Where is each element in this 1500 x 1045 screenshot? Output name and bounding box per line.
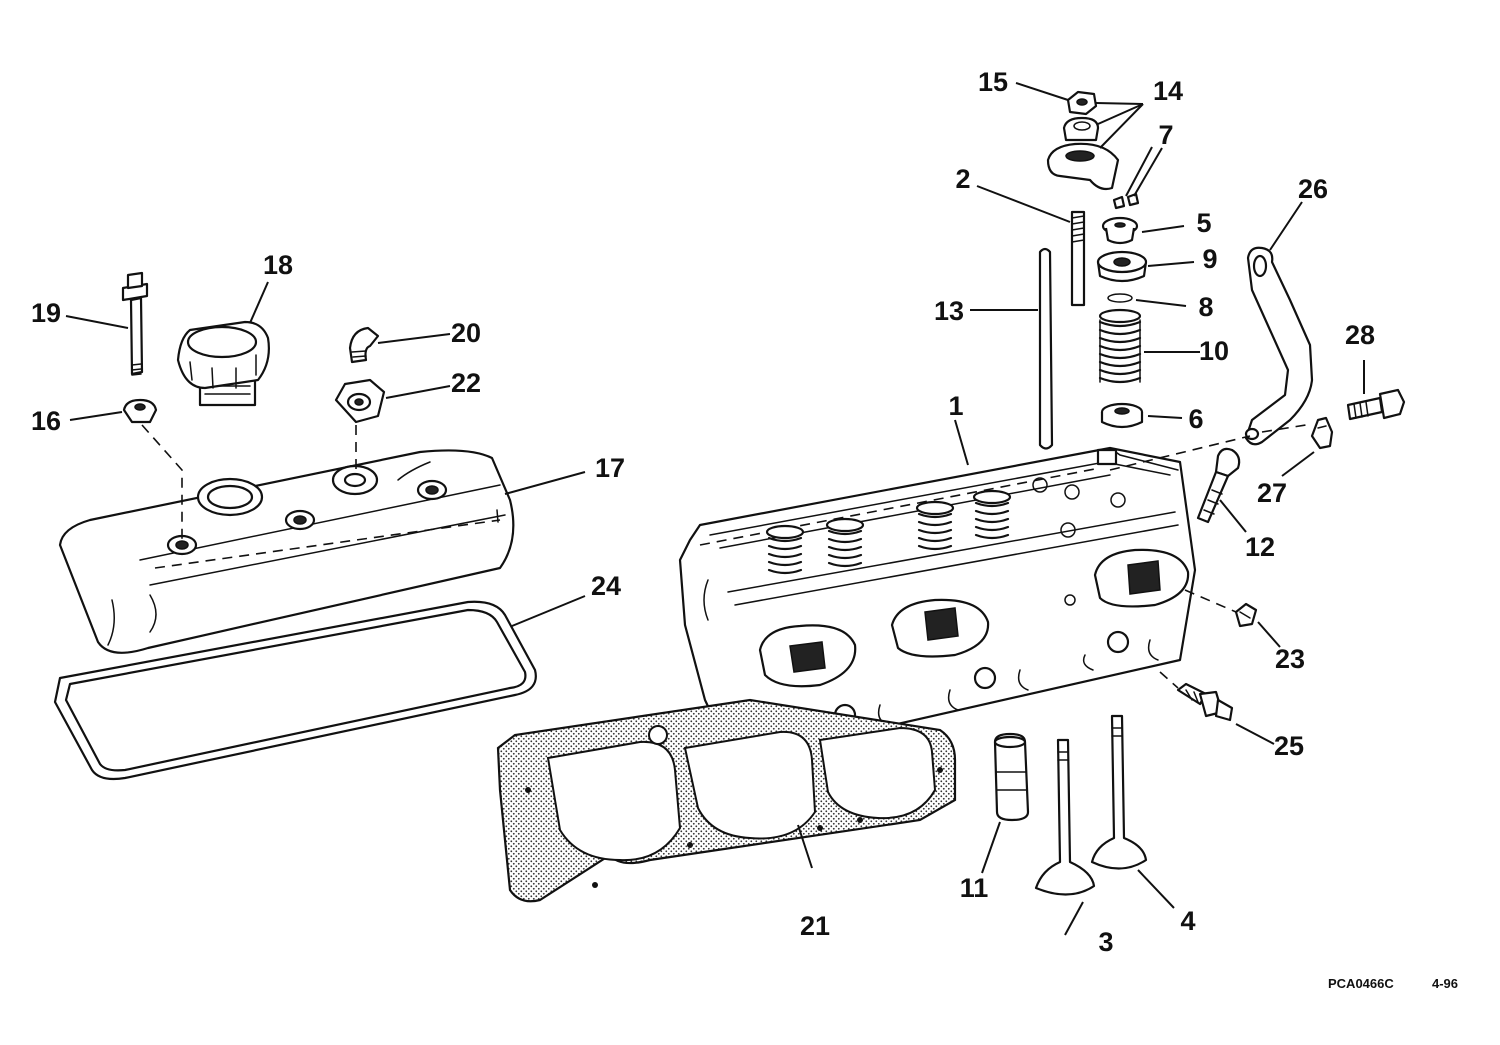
callout-25: 25: [1274, 731, 1304, 761]
rocker-arm-stud: [1070, 210, 1086, 307]
callout-26: 26: [1298, 174, 1328, 204]
callout-22: 22: [451, 368, 481, 398]
callout-18: 18: [263, 250, 293, 280]
callout-4: 4: [1180, 906, 1195, 936]
intake-valve: [1034, 738, 1096, 896]
rocker-ball: [1062, 116, 1100, 142]
callout-23: 23: [1275, 644, 1305, 674]
callout-3: 3: [1098, 927, 1113, 957]
head-gasket: [496, 698, 957, 903]
cover-bolt: [121, 271, 149, 376]
pipe-plug: [1234, 602, 1258, 628]
rocker-nut: [1066, 90, 1098, 116]
lifting-bracket: [1244, 246, 1314, 446]
callout-15: 15: [978, 67, 1008, 97]
spring-shim: [1100, 402, 1144, 429]
callout-24: 24: [591, 571, 621, 601]
sender-alignment-line: [1159, 671, 1179, 689]
cover-gasket: [53, 600, 537, 781]
bolt-alignment-line: [141, 424, 183, 540]
callout-28: 28: [1345, 320, 1375, 350]
oil-seal-ring: [1107, 293, 1133, 303]
callout-labels: 1 2 3 4 5 6 7 8 9 10 11 12 13 14 15 16 1…: [31, 67, 1375, 957]
callout-14: 14: [1153, 76, 1183, 106]
callout-17: 17: [595, 453, 625, 483]
leader-lines: [65, 82, 1365, 936]
drawing-revision: 4-96: [1432, 976, 1458, 991]
hydraulic-lifter: [993, 732, 1030, 822]
callout-19: 19: [31, 298, 61, 328]
cover-grommet: [122, 398, 158, 424]
callout-12: 12: [1245, 532, 1275, 562]
rocker-arm: [1046, 142, 1120, 191]
valve-rotator: [1096, 250, 1148, 283]
callout-11: 11: [960, 873, 989, 903]
callout-1: 1: [948, 391, 963, 421]
drawing-reference: PCA0466C 4-96: [1328, 976, 1458, 991]
callout-10: 10: [1199, 336, 1229, 366]
bracket-alignment-line: [1109, 423, 1313, 471]
drawing-code: PCA0466C: [1328, 976, 1394, 991]
wire-clip: [1310, 416, 1334, 450]
callout-16: 16: [31, 406, 61, 436]
callout-9: 9: [1202, 244, 1217, 274]
exhaust-ports: [758, 548, 1190, 688]
callout-13: 13: [934, 296, 964, 326]
pushrod: [1038, 247, 1054, 450]
head-bolt: [1196, 447, 1241, 524]
callout-2: 2: [955, 164, 970, 194]
callout-21: 21: [800, 911, 830, 941]
callout-6: 6: [1188, 404, 1203, 434]
callout-8: 8: [1198, 292, 1213, 322]
callout-20: 20: [451, 318, 481, 348]
callout-27: 27: [1257, 478, 1287, 508]
valve-spring: [1098, 308, 1142, 384]
oil-filler-cap: [176, 320, 270, 407]
bracket-bolt: [1346, 388, 1406, 421]
pcv-grommet: [334, 378, 386, 424]
rocker-cover: [58, 449, 515, 654]
installed-valve-springs: [765, 489, 1012, 575]
callout-7: 7: [1158, 120, 1173, 150]
valve-keepers: [1112, 192, 1140, 210]
callout-5: 5: [1196, 208, 1211, 238]
plug-alignment-line: [1184, 589, 1237, 613]
spring-cap: [1101, 216, 1139, 245]
exhaust-valve: [1090, 714, 1148, 870]
pcv-elbow-fitting: [348, 326, 380, 364]
temperature-sender: [1176, 682, 1234, 722]
